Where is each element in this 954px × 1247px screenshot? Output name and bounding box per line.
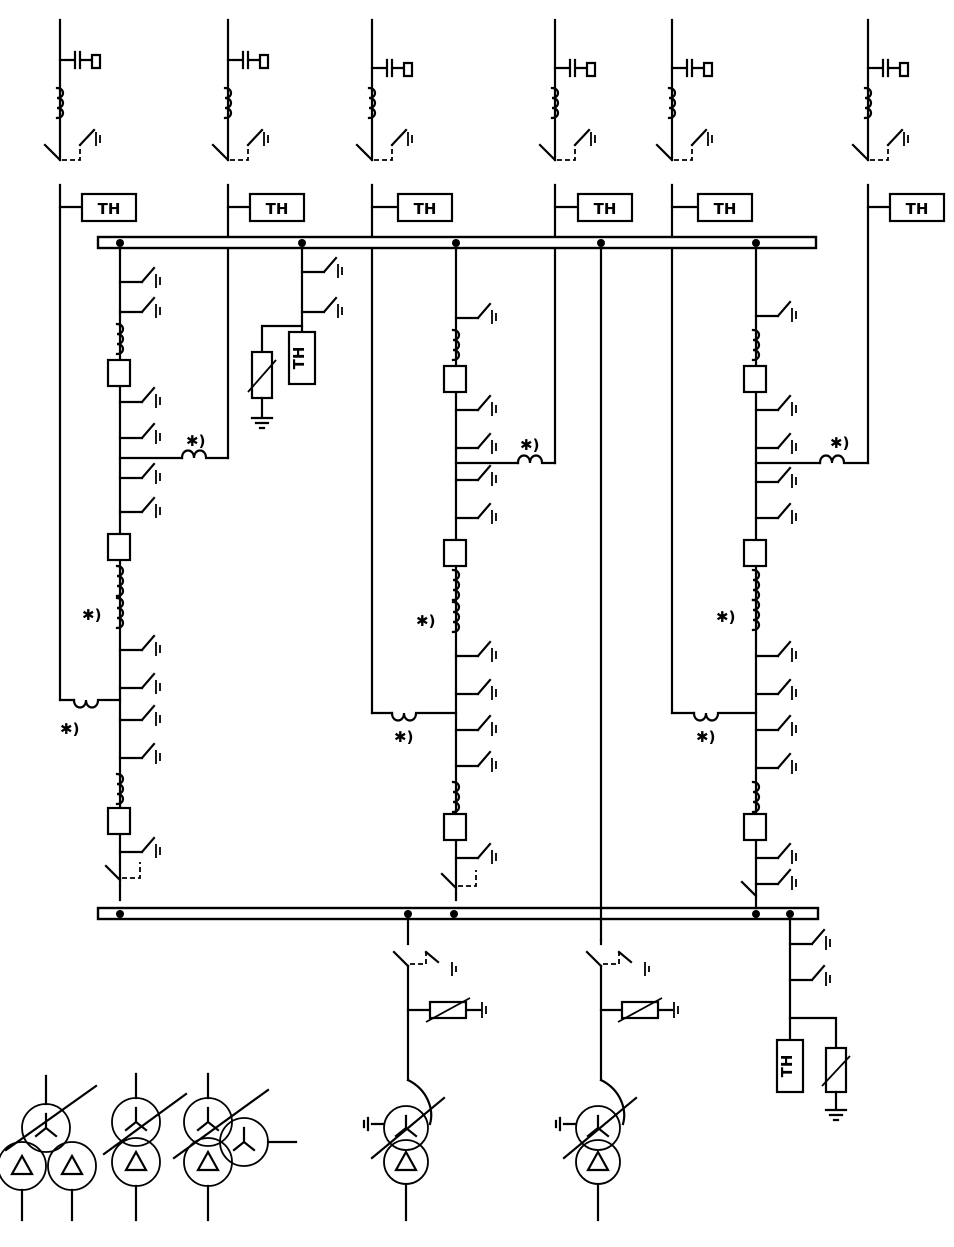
note-mark-c3: ✱) xyxy=(696,728,715,746)
transformer-branch-1 xyxy=(362,917,487,1222)
note-mark-c1: ✱) xyxy=(830,434,849,452)
note-mark-a2: ✱) xyxy=(82,606,101,624)
vt-label: TH xyxy=(906,200,929,218)
bus-junctions xyxy=(116,239,794,918)
vt-label-upper: TH xyxy=(290,347,308,370)
note-mark-a1: ✱) xyxy=(186,432,205,450)
feeder-5 xyxy=(655,18,714,715)
vt-box-feeder-1: TH xyxy=(80,192,138,223)
note-mark-b2: ✱) xyxy=(416,612,435,630)
note-mark-b3: ✱) xyxy=(394,728,413,746)
lower-busbar xyxy=(96,906,820,921)
feeder-1 xyxy=(43,18,102,702)
note-mark-b1: ✱) xyxy=(520,436,539,454)
note-mark-a3: ✱) xyxy=(60,720,79,738)
vt-bay-upper xyxy=(247,246,344,430)
vt-label: TH xyxy=(414,200,437,218)
transformer-symbols xyxy=(0,1072,298,1222)
feeder-2 xyxy=(211,18,270,460)
feeder-6 xyxy=(851,18,910,465)
vt-label-lower: TH xyxy=(778,1055,796,1078)
feeder-3 xyxy=(355,18,414,715)
feeder-4 xyxy=(538,18,597,465)
vt-box-feeder-5: TH xyxy=(696,192,754,223)
vt-box-feeder-4: TH xyxy=(576,192,634,223)
vt-box-feeder-2: TH xyxy=(248,192,306,223)
vt-label: TH xyxy=(98,200,121,218)
vt-label: TH xyxy=(594,200,617,218)
vt-box-feeder-6: TH xyxy=(888,192,946,223)
bay-a xyxy=(58,246,230,902)
vt-label: TH xyxy=(714,200,737,218)
vt-box-feeder-3: TH xyxy=(396,192,454,223)
note-mark-c2: ✱) xyxy=(716,608,735,626)
bay-c xyxy=(670,246,870,910)
transformer-branch-2 xyxy=(554,938,679,1222)
bay-b xyxy=(370,246,557,902)
vt-label: TH xyxy=(266,200,289,218)
vt-bay-lower xyxy=(775,917,851,1122)
